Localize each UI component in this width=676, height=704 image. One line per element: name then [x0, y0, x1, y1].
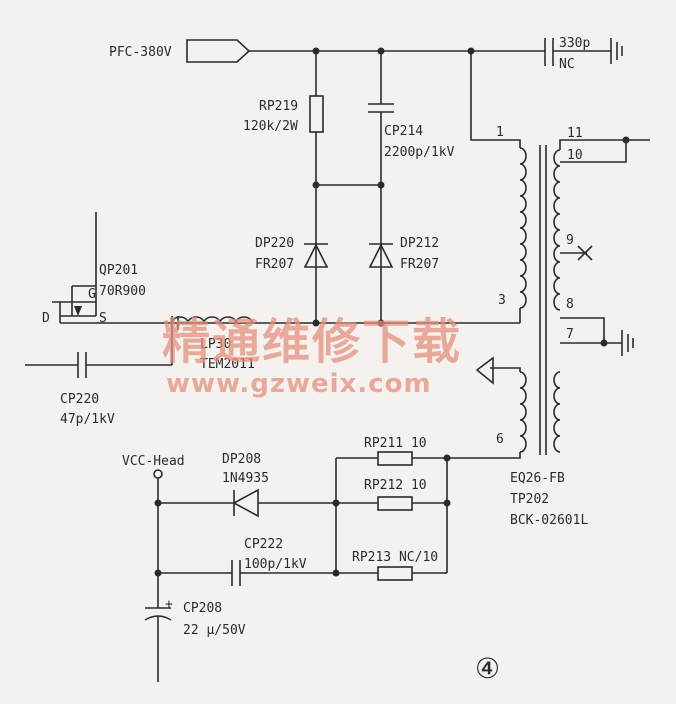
dp208-name: DP208	[222, 452, 261, 467]
secondary-winding-lower	[553, 371, 561, 453]
dp208-diode-icon	[232, 488, 259, 518]
pin8-label: 8	[566, 297, 574, 312]
pin-s-label: S	[99, 311, 107, 326]
cap330-nc: NC	[559, 57, 575, 72]
junction-dot	[377, 181, 385, 189]
junction-dot	[312, 181, 320, 189]
rp212-resistor	[377, 496, 413, 511]
rp212-label: RP212 10	[364, 478, 427, 493]
lp-name: LP30	[200, 337, 231, 352]
pin3-label: 3	[498, 293, 506, 308]
rp211-resistor	[377, 451, 413, 466]
dp220-name: DP220	[255, 236, 294, 251]
cp220-value: 47p/1kV	[60, 412, 115, 427]
aux-winding	[519, 371, 527, 453]
dp220-diode-icon	[303, 243, 329, 268]
pin10-label: 10	[567, 148, 583, 163]
primary-winding	[519, 147, 527, 309]
pin1-label: 1	[496, 125, 504, 140]
cp222-value: 100p/1kV	[244, 557, 307, 572]
circle-number: ④	[475, 652, 500, 685]
pin7-label: 7	[566, 327, 574, 342]
rp219-resistor	[309, 95, 324, 133]
watermark-url: www.gzweix.com	[166, 369, 432, 399]
pin-d-label: D	[42, 311, 50, 326]
qp201-value: 70R900	[99, 284, 146, 299]
pin-g-label: G	[88, 287, 96, 302]
junction-dot	[332, 569, 340, 577]
cp214-value: 2200p/1kV	[384, 145, 455, 160]
tp-type: EQ26-FB	[510, 471, 565, 486]
pin11-label: 11	[567, 126, 583, 141]
junction-dot	[600, 339, 608, 347]
cp214-name: CP214	[384, 124, 423, 139]
rp213-resistor	[377, 566, 413, 581]
pfc-input-arrow	[186, 39, 251, 63]
wire-pin10	[560, 140, 627, 163]
vcc-label: VCC-Head	[122, 454, 185, 469]
dp212-value: FR207	[400, 257, 439, 272]
qp201-name: QP201	[99, 263, 138, 278]
junction-dot	[312, 319, 320, 327]
wire-pin8	[560, 317, 605, 343]
rp219-value: 120k/2W	[243, 119, 298, 134]
dp212-name: DP212	[400, 236, 439, 251]
rp219-name: RP219	[259, 99, 298, 114]
cp220-name: CP220	[60, 392, 99, 407]
cp208-value: 22 μ/50V	[183, 623, 246, 638]
rp211-label: RP211 10	[364, 436, 427, 451]
wire-pin11	[559, 139, 650, 150]
lp-value: TEM2011	[200, 357, 255, 372]
cap330-value: 330p	[559, 36, 590, 51]
cp208-name: CP208	[183, 601, 222, 616]
watermark-cn: 精通维修下载	[162, 314, 462, 370]
dp212-diode-icon	[368, 243, 394, 268]
cp222-name: CP222	[244, 537, 283, 552]
tp-name: TP202	[510, 492, 549, 507]
junction-dot	[377, 319, 385, 327]
arrow-icon	[475, 356, 494, 385]
secondary-winding	[553, 149, 561, 311]
rp213-label: RP213 NC/10	[352, 550, 438, 565]
tp-part: BCK-02601L	[510, 513, 588, 528]
dp220-value: FR207	[255, 257, 294, 272]
lp30-inductor-icon	[171, 316, 253, 324]
nc-cross-icon	[577, 245, 593, 261]
pin6-label: 6	[496, 432, 504, 447]
wire-pin6	[447, 452, 521, 459]
pfc-label: PFC-380V	[109, 45, 172, 60]
cp208-plus: +	[165, 597, 173, 612]
wire	[490, 367, 521, 372]
pin9-label: 9	[566, 233, 574, 248]
mosfet-arrow-icon	[74, 306, 82, 316]
wire-pin1	[470, 51, 521, 148]
dp208-value: 1N4935	[222, 471, 269, 486]
vcc-terminal	[153, 469, 163, 479]
